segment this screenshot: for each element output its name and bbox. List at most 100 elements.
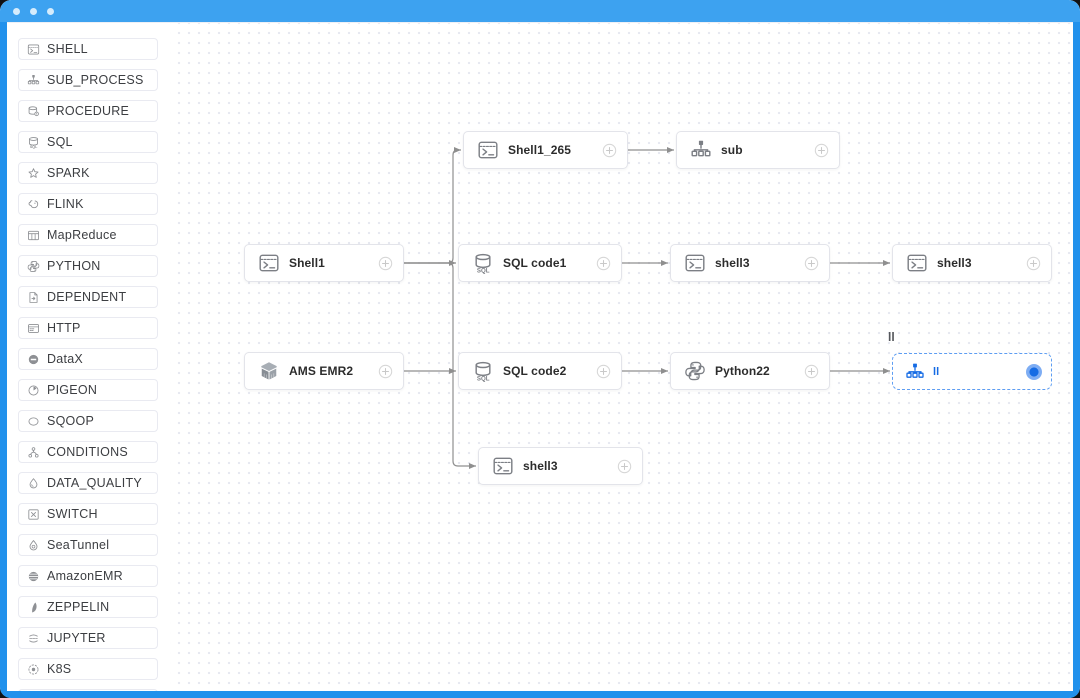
sub-process-icon (905, 362, 925, 382)
connect-plus-icon[interactable] (804, 256, 819, 271)
sidebar-item-sub-process[interactable]: SUB_PROCESS (18, 69, 158, 91)
seatunnel-icon (27, 539, 40, 552)
dag-node-ams_emr2[interactable]: AMS EMR2 (244, 352, 404, 390)
shell-icon (684, 252, 706, 274)
sidebar-item-sql[interactable]: SQL (18, 131, 158, 153)
sidebar-item-label: SWITCH (47, 507, 98, 521)
sidebar-item-switch[interactable]: SWITCH (18, 503, 158, 525)
sidebar-item-sqoop[interactable]: SQOOP (18, 410, 158, 432)
sidebar-item-http[interactable]: HTTP (18, 317, 158, 339)
node-label: shell3 (937, 256, 972, 270)
sidebar-item-zeppelin[interactable]: ZEPPELIN (18, 596, 158, 618)
dag-node-python22[interactable]: Python22 (670, 352, 830, 390)
window-frame-bottom (0, 691, 1080, 698)
dag-node-shell3_a[interactable]: shell3 (670, 244, 830, 282)
sidebar-item-label: SQOOP (47, 414, 95, 428)
python-icon (684, 360, 706, 382)
dag-node-sub[interactable]: sub (676, 131, 840, 169)
sidebar-item-datax[interactable]: DataX (18, 348, 158, 370)
sidebar-item-spark[interactable]: SPARK (18, 162, 158, 184)
sidebar-item-label: PYTHON (47, 259, 101, 273)
sidebar-item-label: CONDITIONS (47, 445, 128, 459)
amazon-emr-icon (27, 570, 40, 583)
dag-node-sql_code2[interactable]: SQL code2 (458, 352, 622, 390)
dag-node-shell3_c[interactable]: shell3 (478, 447, 643, 485)
python-icon (27, 260, 40, 273)
connection-port[interactable] (1026, 363, 1042, 380)
sidebar-item-shell[interactable]: SHELL (18, 38, 158, 60)
connect-plus-icon[interactable] (617, 459, 632, 474)
sql-icon (472, 252, 494, 274)
window-frame-right (1073, 22, 1080, 698)
sidebar-item-jupyter[interactable]: JUPYTER (18, 627, 158, 649)
data-quality-icon (27, 477, 40, 490)
sidebar-item-label: DataX (47, 352, 83, 366)
window-control-zoom[interactable] (47, 7, 54, 15)
sidebar-item-procedure[interactable]: PROCEDURE (18, 100, 158, 122)
sidebar-item-label: SeaTunnel (47, 538, 110, 552)
dag-node-sql_code1[interactable]: SQL code1 (458, 244, 622, 282)
sidebar-item-conditions[interactable]: CONDITIONS (18, 441, 158, 463)
zeppelin-icon (27, 601, 40, 614)
sidebar-item-pigeon[interactable]: PIGEON (18, 379, 158, 401)
titlebar (0, 0, 1080, 22)
sidebar-item-label: JUPYTER (47, 631, 106, 645)
dag-node-ll[interactable]: ll (892, 353, 1052, 390)
k8s-icon (27, 663, 40, 676)
sub-process-icon (27, 74, 40, 87)
sidebar-item-label: FLINK (47, 197, 84, 211)
sidebar-item-flink[interactable]: FLINK (18, 193, 158, 215)
shell-icon (258, 252, 280, 274)
sidebar-item-amazonemr[interactable]: AmazonEMR (18, 565, 158, 587)
jupyter-icon (27, 632, 40, 645)
sidebar-item-label: SUB_PROCESS (47, 73, 144, 87)
node-label: AMS EMR2 (289, 364, 354, 378)
sidebar-item-label: PROCEDURE (47, 104, 130, 118)
dag-node-shell1_265[interactable]: Shell1_265 (463, 131, 628, 169)
sidebar-item-label: ZEPPELIN (47, 600, 110, 614)
sidebar-item-dependent[interactable]: DEPENDENT (18, 286, 158, 308)
sidebar-item-k8s[interactable]: K8S (18, 658, 158, 680)
sidebar-item-seatunnel[interactable]: SeaTunnel (18, 534, 158, 556)
connect-plus-icon[interactable] (378, 256, 393, 271)
sql-icon (472, 360, 494, 382)
sqoop-icon (27, 415, 40, 428)
sub-process-icon (690, 139, 712, 161)
shell-icon (27, 43, 40, 56)
connect-plus-icon[interactable] (602, 143, 617, 158)
emr-icon (258, 360, 280, 382)
sidebar-item-label: DATA_QUALITY (47, 476, 142, 490)
spark-icon (27, 167, 40, 180)
sidebar-item-label: MapReduce (47, 228, 117, 242)
datax-icon (27, 353, 40, 366)
sidebar-item-mapreduce[interactable]: MapReduce (18, 224, 158, 246)
connect-plus-icon[interactable] (1026, 256, 1041, 271)
shell-icon (477, 139, 499, 161)
sidebar-item-data-quality[interactable]: DATA_QUALITY (18, 472, 158, 494)
sidebar-item-python[interactable]: PYTHON (18, 255, 158, 277)
connect-plus-icon[interactable] (378, 364, 393, 379)
connect-plus-icon[interactable] (596, 364, 611, 379)
window-control-close[interactable] (13, 7, 20, 15)
connect-plus-icon[interactable] (814, 143, 829, 158)
sidebar-item-label: K8S (47, 662, 72, 676)
connect-plus-icon[interactable] (804, 364, 819, 379)
window-frame-left (0, 22, 7, 698)
procedure-icon (27, 105, 40, 118)
window-control-minimize[interactable] (30, 7, 37, 15)
sidebar-item-label: SQL (47, 135, 73, 149)
node-label: ll (933, 365, 940, 378)
pigeon-icon (27, 384, 40, 397)
sidebar-item-label: SHELL (47, 42, 88, 56)
dag-node-shell1[interactable]: Shell1 (244, 244, 404, 282)
sidebar-item-label: HTTP (47, 321, 81, 335)
switch-icon (27, 508, 40, 521)
conditions-icon (27, 446, 40, 459)
node-label: SQL code2 (503, 364, 567, 378)
connect-plus-icon[interactable] (596, 256, 611, 271)
node-label: Python22 (715, 364, 770, 378)
http-icon (27, 322, 40, 335)
dag-node-shell3_b[interactable]: shell3 (892, 244, 1052, 282)
task-type-sidebar: SHELL SUB_PROCESS PROCEDURE SQL SPARK FL… (7, 22, 170, 691)
